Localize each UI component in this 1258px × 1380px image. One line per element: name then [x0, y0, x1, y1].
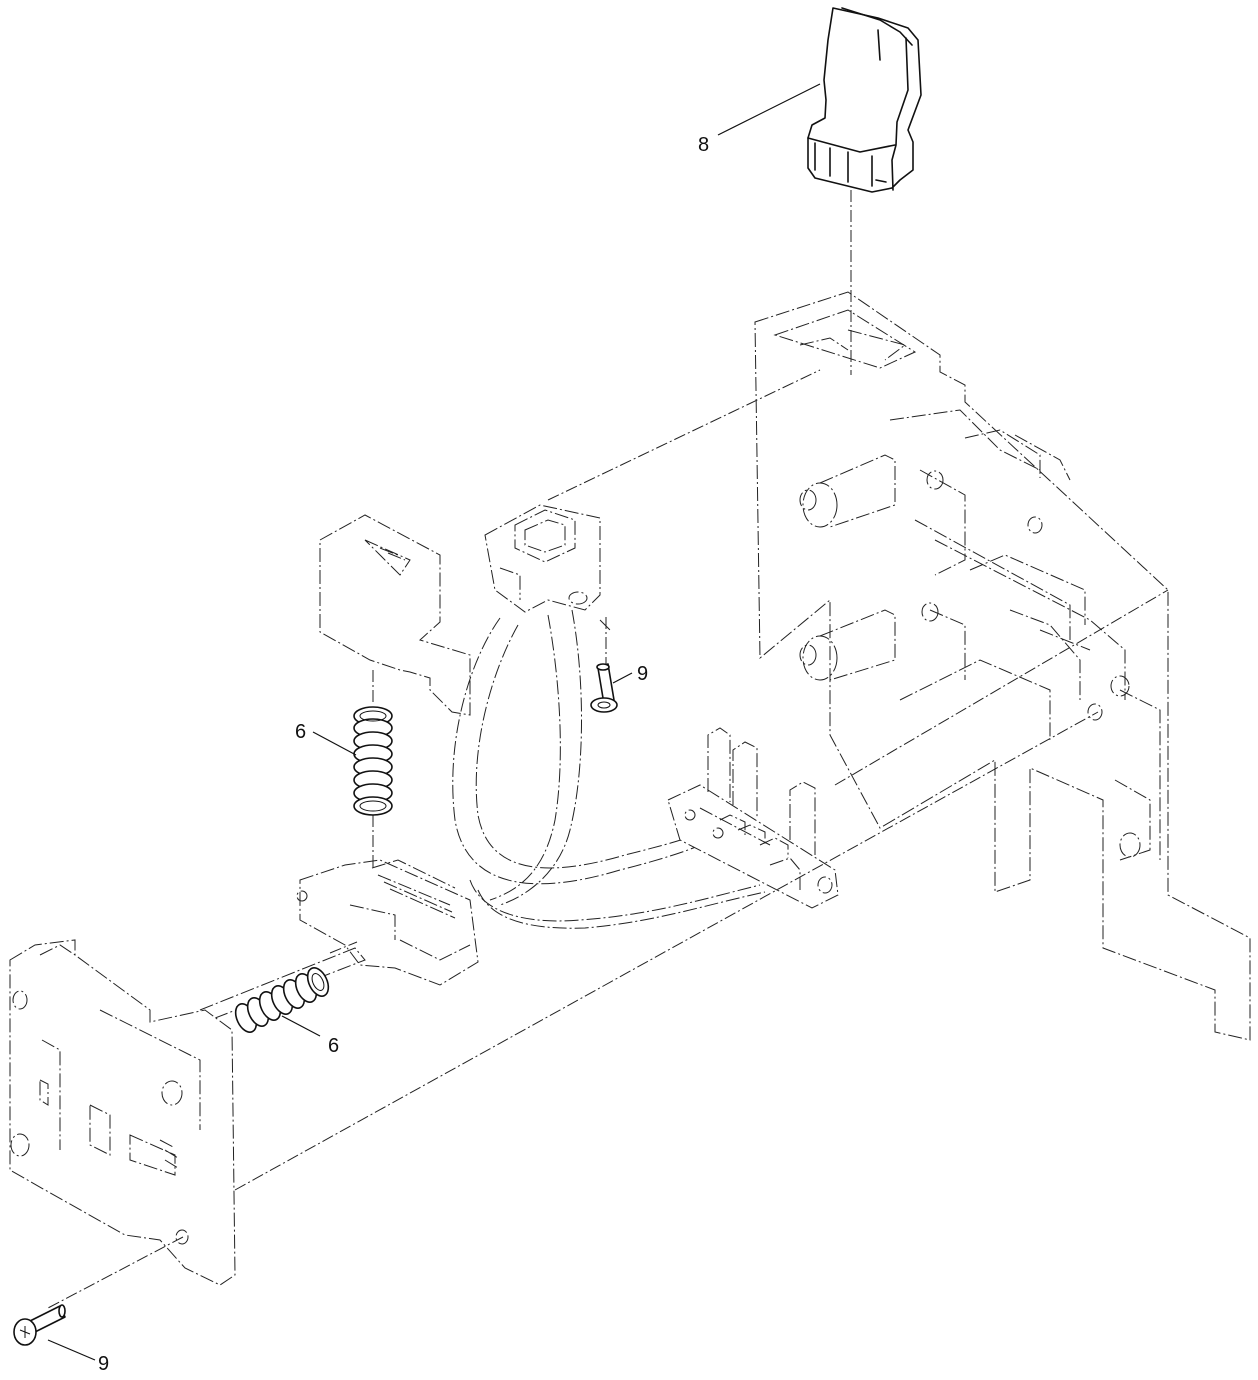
leader-lines — [47, 83, 821, 1361]
phantom-housing — [754, 291, 1251, 1041]
alignment-lines — [47, 190, 1169, 1309]
lower-spring-part — [234, 967, 330, 1033]
callout-lower-spring: 6 — [328, 1035, 339, 1057]
callout-lower-screw: 9 — [98, 1353, 109, 1375]
phantom-harness — [452, 504, 766, 929]
phantom-end-plate — [9, 939, 236, 1286]
upper-screw-part — [590, 663, 618, 713]
callout-upper-spring: 6 — [295, 721, 306, 743]
phantom-slide-carrier — [199, 859, 479, 1021]
callout-upper-screw: 9 — [637, 663, 648, 685]
phantom-pad — [319, 514, 471, 716]
callout-knob: 8 — [698, 134, 709, 156]
phantom-switch-assembly — [667, 727, 839, 909]
knob-part — [807, 7, 922, 193]
upper-spring-part — [353, 706, 393, 816]
lower-screw-part — [13, 1304, 66, 1346]
